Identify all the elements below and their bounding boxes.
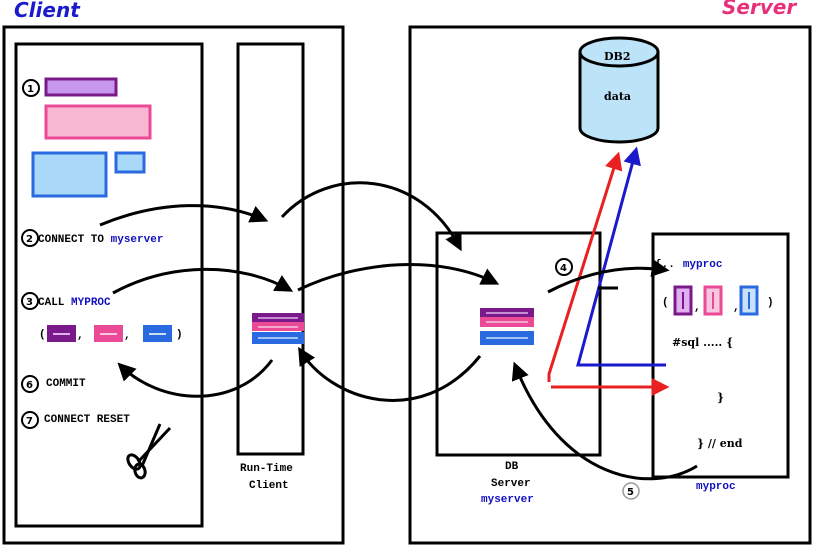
arrow-runtime-to-dbserver	[280, 181, 462, 252]
dbserver-label-line2: Server	[491, 478, 531, 490]
proc-close-brace: }	[717, 391, 724, 404]
dbserver-message-stack	[480, 308, 534, 345]
runtime-label-line1: Run-Time	[240, 463, 293, 475]
step-6-marker: 6	[21, 375, 39, 393]
runtime-message-stack	[252, 313, 304, 344]
proc-params-close: )	[767, 297, 774, 309]
svg-text:5: 5	[627, 487, 634, 498]
params-open-paren: (	[39, 329, 46, 341]
proc-name: myproc	[683, 259, 723, 271]
arrow-dbserver-to-runtime-return	[298, 346, 482, 402]
svg-text:2: 2	[26, 234, 33, 245]
host-var-blue-large	[31, 151, 108, 198]
step-2-marker: 2	[21, 229, 39, 247]
runtime-label-line2: Client	[249, 480, 289, 492]
connect-to-statement: CONNECT TO myserver	[38, 234, 163, 246]
arrow-dbserver-to-proc	[547, 259, 670, 294]
host-var-blue-small	[114, 151, 146, 174]
step-1-marker: 1	[22, 79, 40, 97]
step-4-marker: 4	[555, 258, 573, 276]
proc-label: myproc	[696, 481, 736, 493]
db2-label: DB2	[604, 50, 631, 63]
arrow-runtime-to-client-return	[117, 359, 274, 398]
call-proc-name: MYPROC	[71, 297, 111, 309]
server-title: Server	[722, 0, 797, 19]
call-statement: CALL MYPROC	[38, 297, 111, 309]
svg-text:3: 3	[26, 297, 33, 308]
connect-server-name: myserver	[111, 234, 164, 246]
db2-data-label: data	[604, 90, 631, 103]
svg-text:7: 7	[26, 416, 33, 427]
proc-params-sep1: ,	[694, 302, 701, 314]
arrow-proc-return	[511, 361, 698, 481]
proc-params-sep2: ,	[733, 302, 740, 314]
svg-text:1: 1	[27, 84, 34, 95]
runtime-client-box	[236, 42, 305, 456]
params-sep-1: ,	[77, 330, 84, 342]
step-5-marker: 5	[622, 482, 640, 500]
arrow-runtime-to-dbserver-call	[297, 263, 500, 292]
host-var-pink	[44, 104, 152, 140]
dbserver-label-line1: DB	[505, 461, 519, 473]
db2-database-icon	[578, 36, 660, 144]
step-7-marker: 7	[21, 411, 39, 429]
client-title: Client	[14, 0, 81, 22]
db-server-box	[435, 231, 602, 457]
connect-reset-statement: CONNECT RESET	[44, 414, 130, 426]
svg-text:6: 6	[26, 380, 33, 391]
arrow-call-to-runtime	[112, 267, 294, 295]
arrow-connect-to-runtime	[99, 204, 269, 227]
scissors-icon	[126, 423, 172, 480]
host-var-purple	[44, 77, 118, 97]
params-close-paren: )	[176, 329, 183, 341]
commit-statement: COMMIT	[46, 378, 86, 390]
blue-data-arrow	[576, 146, 666, 367]
stored-procedure-box	[651, 232, 790, 479]
proc-sql: #sql ..... {	[672, 336, 733, 349]
params-sep-2: ,	[124, 330, 131, 342]
step-3-marker: 3	[21, 292, 39, 310]
client-app-box	[14, 42, 204, 528]
red-data-arrow-up	[547, 151, 623, 382]
proc-end: } // end	[697, 437, 743, 450]
client-frame	[2, 25, 345, 545]
proc-params-open: (	[662, 297, 669, 309]
dbserver-label-line3: myserver	[481, 494, 534, 506]
server-frame	[408, 25, 812, 545]
svg-text:4: 4	[560, 263, 567, 274]
